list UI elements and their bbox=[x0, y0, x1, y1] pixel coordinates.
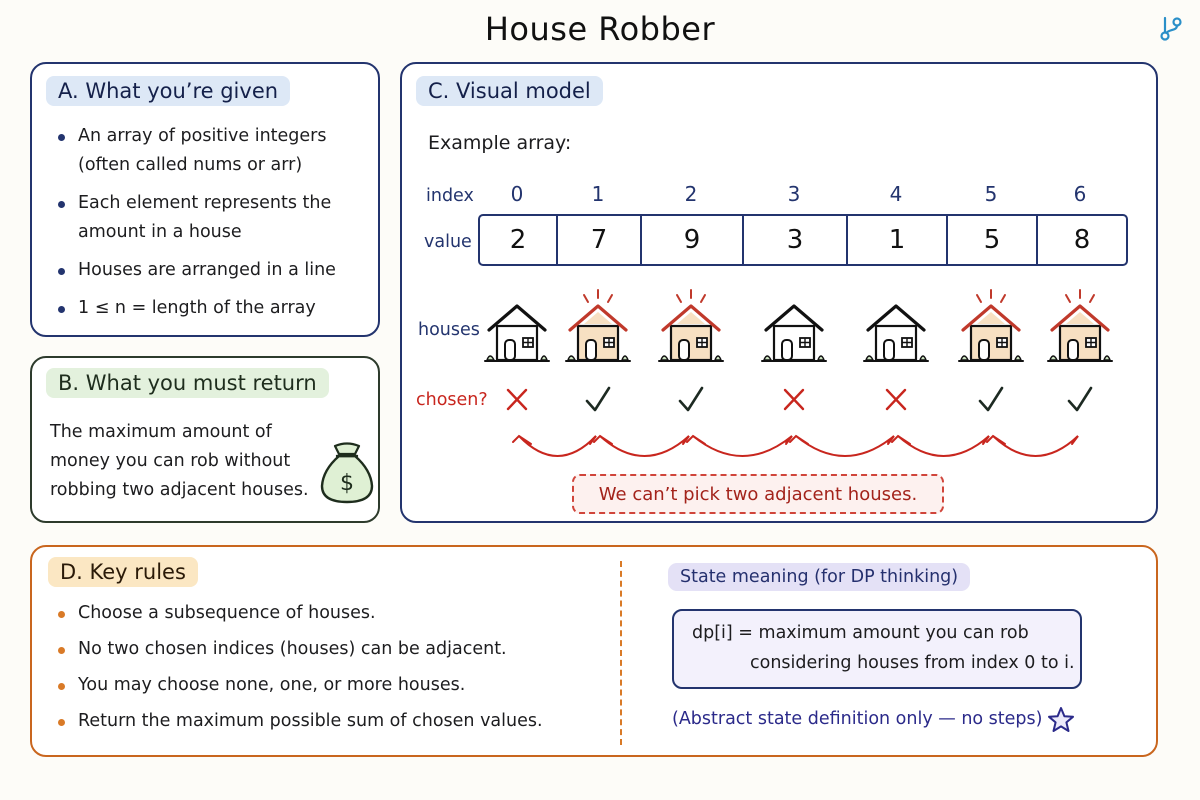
house-icon-chosen bbox=[1047, 289, 1113, 362]
house-icon-chosen bbox=[565, 289, 631, 362]
given-panel: A. What you’re given An array of positiv… bbox=[30, 62, 380, 337]
key-rules-list: Choose a subsequence of houses. No two c… bbox=[52, 599, 592, 743]
index-label: 2 bbox=[684, 182, 698, 206]
array-cell: 2 bbox=[480, 216, 558, 264]
adjacency-arc bbox=[795, 435, 895, 457]
list-item: 1 ≤ n = length of the array bbox=[52, 294, 362, 323]
arrowhead bbox=[682, 435, 690, 445]
index-label: 4 bbox=[889, 182, 903, 206]
arrowhead bbox=[593, 434, 613, 445]
array-cell: 9 bbox=[642, 216, 744, 264]
bullet-icon bbox=[58, 268, 65, 275]
bullet-icon bbox=[58, 201, 65, 208]
arrowhead bbox=[785, 435, 793, 445]
adjacency-arc bbox=[599, 435, 690, 457]
svg-text:$: $ bbox=[340, 471, 354, 496]
bullet-icon bbox=[58, 306, 65, 313]
key-rules-panel: D. Key rules Choose a subsequence of hou… bbox=[30, 545, 1158, 757]
house-icon-chosen bbox=[658, 289, 724, 362]
given-list: An array of positive integers (often cal… bbox=[52, 122, 362, 332]
list-item: Return the maximum possible sum of chose… bbox=[52, 707, 592, 736]
key-rules-heading: D. Key rules bbox=[48, 557, 198, 587]
cross-icon bbox=[506, 388, 528, 411]
list-item: Choose a subsequence of houses. bbox=[52, 599, 592, 628]
array-cell: 7 bbox=[558, 216, 642, 264]
index-label: 1 bbox=[591, 182, 605, 206]
arrowhead bbox=[982, 435, 990, 445]
index-label: 5 bbox=[984, 182, 998, 206]
dp-definition-box: dp[i] = maximum amount you can rob consi… bbox=[672, 609, 1082, 689]
chosen-row-label: chosen? bbox=[416, 390, 488, 410]
given-heading: A. What you’re given bbox=[46, 76, 291, 106]
check-icon bbox=[1067, 386, 1093, 412]
arrowhead bbox=[512, 434, 532, 445]
array-cell: 8 bbox=[1073, 225, 1091, 255]
arrowhead bbox=[1071, 435, 1079, 445]
cross-icon bbox=[783, 388, 805, 411]
dp-definition-line-2: considering houses from index 0 to i. bbox=[750, 653, 1075, 673]
house-icon bbox=[761, 304, 827, 362]
list-item: You may choose none, one, or more houses… bbox=[52, 671, 592, 700]
house-icon bbox=[863, 304, 929, 362]
money-bag-icon: $ bbox=[320, 442, 374, 504]
index-label: 3 bbox=[787, 182, 801, 206]
bullet-icon bbox=[58, 683, 65, 690]
adjacency-arc bbox=[518, 435, 597, 457]
arrowhead bbox=[589, 435, 597, 445]
value-row-label: value bbox=[424, 232, 472, 252]
check-icon bbox=[678, 386, 704, 412]
bullet-icon bbox=[58, 647, 65, 654]
house-icon bbox=[484, 304, 550, 362]
state-meaning-heading: State meaning (for DP thinking) bbox=[668, 563, 971, 591]
array-cell: 1 bbox=[848, 216, 948, 264]
return-description: The maximum amount of money you can rob … bbox=[50, 422, 309, 500]
page-title: House Robber bbox=[484, 10, 716, 48]
visual-model-panel: C. Visual model Example array: index val… bbox=[400, 62, 1158, 523]
array-cell: 5 bbox=[948, 216, 1038, 264]
index-row-label: index bbox=[426, 186, 474, 206]
branch-icon bbox=[1160, 16, 1182, 41]
array-cell: 3 bbox=[744, 216, 848, 264]
arrowhead bbox=[986, 434, 1006, 445]
list-item: An array of positive integers (often cal… bbox=[52, 122, 362, 180]
adjacency-arc bbox=[692, 435, 793, 457]
check-icon bbox=[978, 386, 1004, 412]
arrowhead bbox=[686, 434, 706, 445]
return-panel: B. What you must return The maximum amou… bbox=[30, 356, 380, 523]
example-label: Example array: bbox=[428, 132, 572, 154]
return-heading: B. What you must return bbox=[46, 368, 329, 398]
dp-definition-line-1: dp[i] = maximum amount you can rob bbox=[692, 623, 1029, 643]
abstract-note: (Abstract state definition only — no ste… bbox=[672, 709, 1043, 729]
star-icon bbox=[1048, 707, 1074, 732]
index-label: 0 bbox=[510, 182, 524, 206]
list-item: Houses are arranged in a line bbox=[52, 256, 362, 285]
list-item: Each element represents the amount in a … bbox=[52, 189, 362, 247]
adjacent-warning: We can’t pick two adjacent houses. bbox=[572, 474, 944, 514]
arrowhead bbox=[887, 435, 895, 445]
adjacency-arc bbox=[897, 435, 990, 457]
bullet-icon bbox=[58, 134, 65, 141]
arrowhead bbox=[891, 434, 911, 445]
adjacency-arc bbox=[992, 435, 1079, 457]
bullet-icon bbox=[58, 719, 65, 726]
index-label: 6 bbox=[1073, 182, 1087, 206]
bullet-icon bbox=[58, 611, 65, 618]
houses-row-label: houses bbox=[418, 320, 480, 340]
divider bbox=[620, 561, 622, 745]
check-icon bbox=[585, 386, 611, 412]
visual-model-heading: C. Visual model bbox=[416, 76, 603, 106]
list-item: No two chosen indices (houses) can be ad… bbox=[52, 635, 592, 664]
cross-icon bbox=[885, 388, 907, 411]
arrowhead bbox=[789, 434, 809, 445]
house-icon-chosen bbox=[958, 289, 1024, 362]
